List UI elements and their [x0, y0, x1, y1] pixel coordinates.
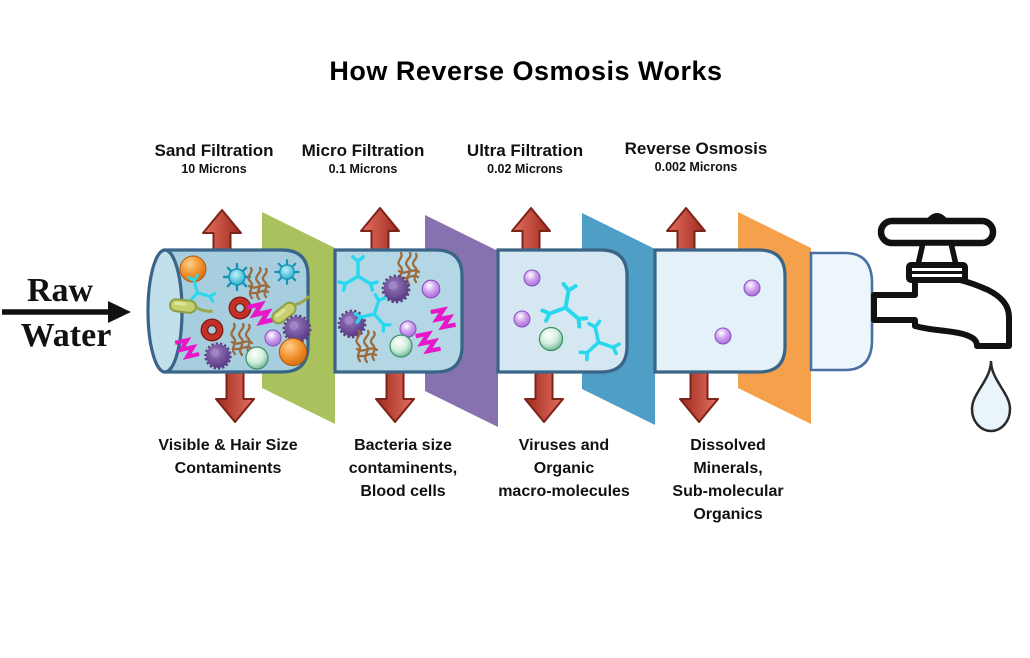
mineral-ion-icon	[743, 279, 761, 297]
pipe-section-5	[809, 251, 874, 372]
stage-size: 0.002 Microns	[654, 160, 738, 174]
mineral-ion-icon	[714, 327, 732, 345]
virus-icon	[222, 262, 252, 292]
raw-water-arrow	[2, 301, 131, 323]
orange-particle-icon	[278, 337, 308, 367]
pipe-section-4	[653, 248, 787, 374]
orange-particle-icon	[179, 255, 207, 283]
mineral-ion-icon	[513, 310, 531, 328]
section-1-contaminants	[167, 255, 313, 370]
page-title: How Reverse Osmosis Works	[329, 56, 723, 86]
removed-by-sand-filtration: Visible & Hair Size Contaminents	[158, 437, 298, 477]
mineral-ion-icon	[523, 269, 541, 287]
stage-label-ultra-filtration: Ultra Filtration 0.02 Microns	[467, 141, 583, 176]
pipe-section-3	[496, 248, 629, 374]
removed-by-reverse-osmosis: Dissolved Minerals, Sub-molecular Organi…	[672, 437, 784, 523]
stage-size: 0.02 Microns	[487, 162, 563, 176]
stage-size: 0.1 Microns	[328, 162, 398, 176]
stage-name: Ultra Filtration	[466, 141, 584, 160]
mineral-ion-icon	[264, 329, 282, 347]
virus-icon	[274, 259, 300, 285]
stage-size: 10 Microns	[181, 162, 247, 176]
stage-name: Reverse Osmosis	[624, 139, 768, 158]
organic-pearl-icon	[245, 346, 269, 370]
raw-water-label-line2: Water	[20, 317, 112, 354]
raw-water-label-line1: Raw	[26, 272, 94, 309]
stage-name: Sand Filtration	[154, 141, 274, 160]
removed-by-micro-filtration: Bacteria size contaminents, Blood cells	[348, 437, 458, 500]
removed-by-ultra-filtration: Viruses and Organic macro-molecules	[498, 437, 630, 500]
stage-label-micro-filtration: Micro Filtration 0.1 Microns	[302, 141, 425, 176]
mineral-ion-icon	[421, 279, 441, 299]
water-drop-icon	[970, 360, 1012, 433]
faucet-icon	[871, 213, 1012, 349]
stage-label-reverse-osmosis: Reverse Osmosis 0.002 Microns	[625, 139, 768, 174]
stage-name: Micro Filtration	[301, 141, 425, 160]
stage-label-sand-filtration: Sand Filtration 10 Microns	[155, 141, 274, 176]
organic-pearl-icon	[538, 326, 564, 352]
organic-pearl-icon	[389, 334, 413, 358]
